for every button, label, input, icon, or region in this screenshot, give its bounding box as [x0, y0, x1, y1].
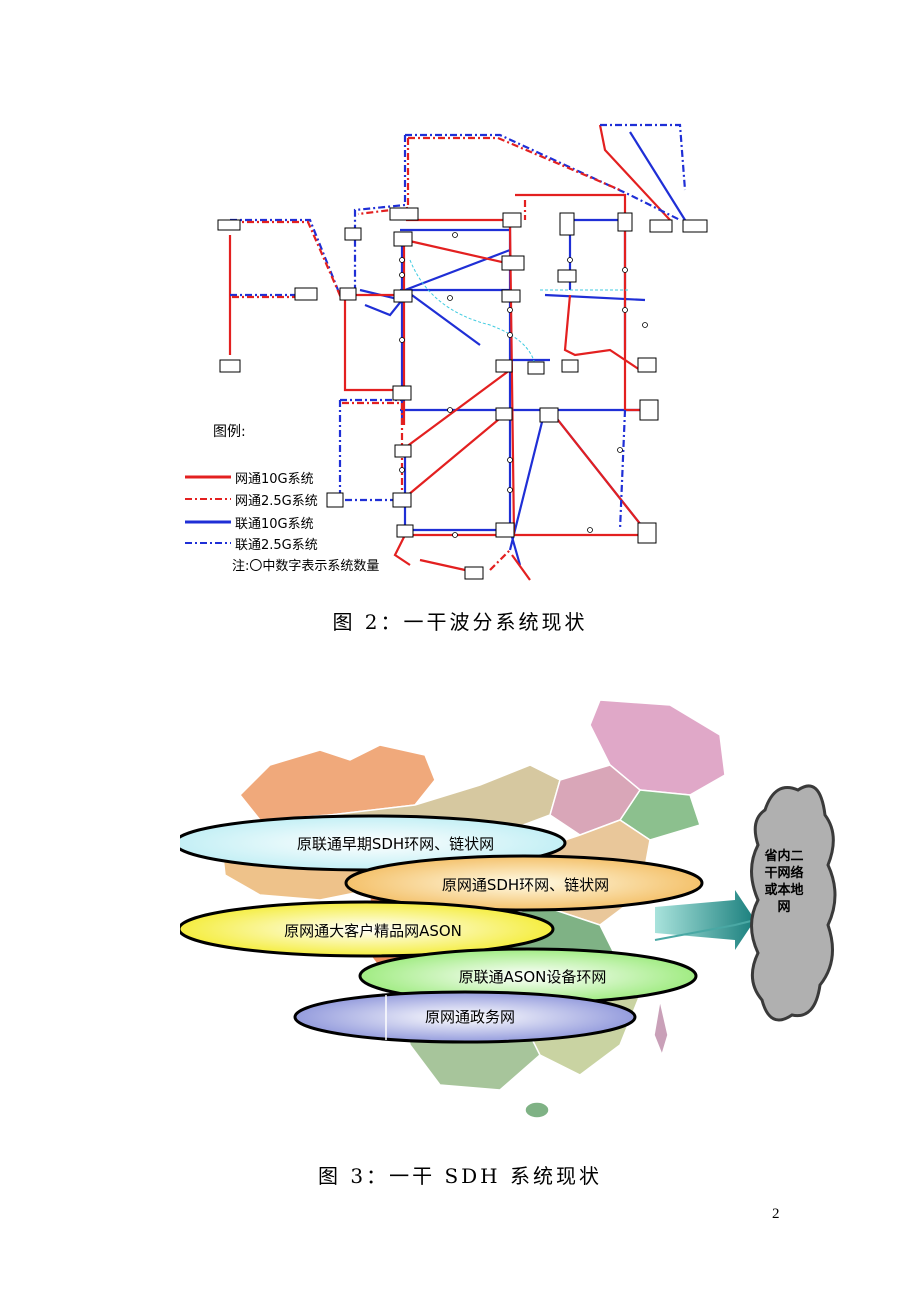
legend-note: 注:〇中数字表示系统数量: [232, 559, 380, 574]
legend-label: 联通10G系统: [235, 516, 314, 532]
figure-2-caption: 图 2：一干波分系统现状: [332, 610, 588, 634]
legend-item-unicom-10g: 联通10G系统: [185, 513, 314, 532]
cloud-label: 省内二干网络或本地网: [764, 849, 804, 915]
legend-line-red-dashdot: [185, 498, 231, 500]
legend-item-unicom-2-5g: 联通2.5G系统: [185, 534, 318, 553]
page-number: 2: [772, 1206, 780, 1222]
oval-label-cnc-ason: 原网通大客户精品网ASON: [284, 922, 462, 940]
legend-label: 联通2.5G系统: [235, 537, 318, 553]
arrow-lower: [654, 919, 756, 941]
legend-item-cnc-2-5g: 网通2.5G系统: [185, 490, 318, 509]
legend-line-blue-dashdot: [185, 542, 231, 544]
sdh-overview-diagram: [180, 699, 837, 1119]
figure-3-caption: 图 3：一干 SDH 系统现状: [318, 1164, 602, 1188]
wdm-network-map: [217, 123, 708, 581]
oval-label-unicom-early-sdh: 原联通早期SDH环网、链状网: [296, 835, 495, 853]
legend-item-cnc-10g: 网通10G系统: [185, 468, 314, 487]
legend-line-red-solid: [185, 475, 231, 479]
oval-label-cnc-sdh: 原网通SDH环网、链状网: [441, 876, 610, 894]
legend-title: 图例:: [213, 424, 246, 440]
legend-line-blue-solid: [185, 520, 231, 524]
oval-label-cnc-government: 原网通政务网: [424, 1008, 515, 1026]
cloud-shape: [750, 784, 837, 1022]
oval-label-unicom-ason: 原联通ASON设备环网: [458, 968, 607, 986]
legend-label: 网通10G系统: [235, 471, 314, 487]
legend-label: 网通2.5G系统: [235, 493, 318, 509]
